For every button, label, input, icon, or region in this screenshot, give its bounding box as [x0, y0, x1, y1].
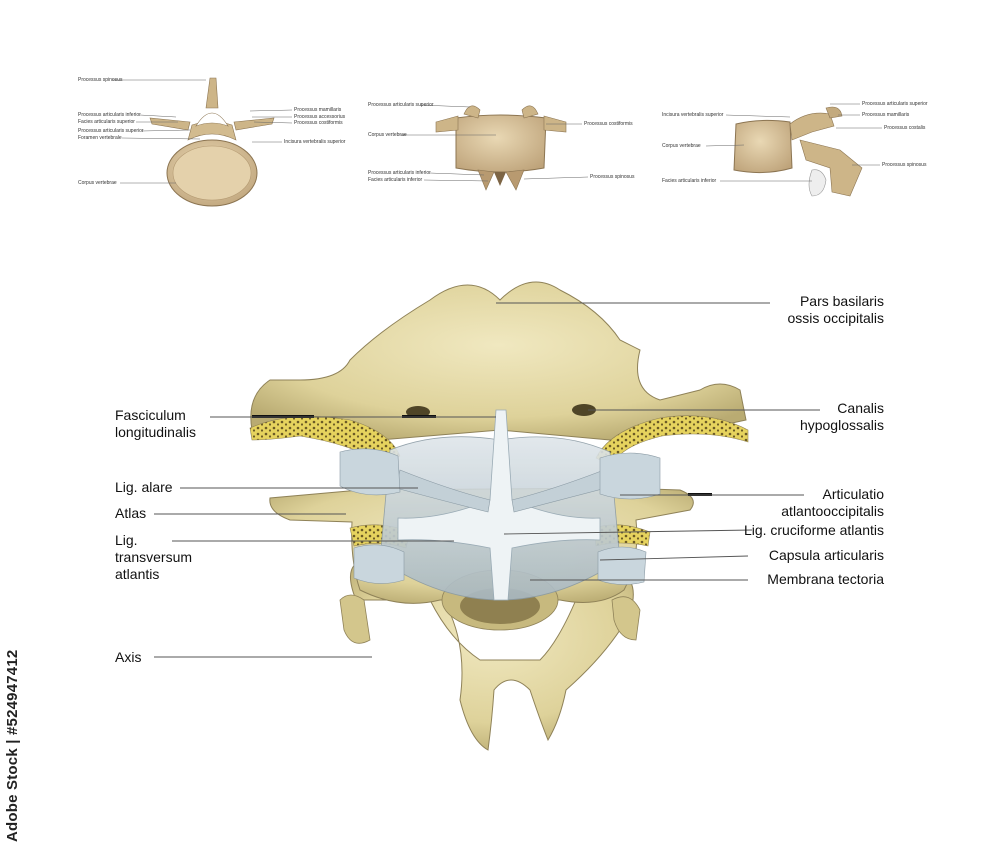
label-canalis-hypoglossalis: Canalis hypoglossalis: [799, 400, 884, 433]
label-axis: Axis: [115, 649, 142, 665]
lateral-view-leaders: [705, 103, 882, 182]
sv2-label-0: Processus articularis superior: [368, 102, 434, 108]
anterior-view-leaders: [400, 104, 589, 182]
sv1-label-8: Processus costiformis: [294, 120, 343, 126]
label-pars-basilaris: Pars basilaris ossis occipitalis: [787, 293, 884, 326]
sv3-label-4: Processus mamillaris: [862, 112, 910, 118]
sv1-label-0: Processus spinosus: [78, 77, 123, 83]
vertebra-lateral-view: [733, 106, 863, 197]
axis-bone: [349, 559, 634, 751]
sv1-label-6: Processus mamillaris: [294, 107, 342, 113]
label-atlas: Atlas: [115, 505, 147, 521]
sv3-label-3: Processus articularis superior: [862, 101, 928, 107]
main-leader-lines: [154, 302, 820, 658]
sv3-label-6: Processus spinosus: [882, 162, 927, 168]
label-transversum: Lig. transversum atlantis: [115, 532, 193, 582]
superior-view-leaders: [112, 79, 293, 184]
sv1-label-9: Incisura vertebralis superior: [284, 139, 346, 145]
craniovertebral-junction: [249, 281, 749, 751]
sv2-label-3: Facies articularis inferior: [368, 177, 423, 183]
sv1-label-1: Processus articularis inferior: [78, 112, 141, 118]
label-membrana: Membrana tectoria: [767, 571, 884, 587]
sv2-label-1: Corpus vertebrae: [368, 132, 407, 138]
label-alare: Lig. alare: [115, 479, 173, 495]
label-capsula: Capsula articularis: [768, 547, 884, 563]
sv1-label-2: Facies articularis superior: [78, 119, 135, 125]
vertebra-superior-view: [149, 77, 275, 207]
vertebra-anterior-view: [435, 105, 567, 191]
label-cruciforme: Lig. cruciforme atlantis: [743, 522, 884, 538]
sv2-label-5: Processus spinosus: [590, 174, 635, 180]
sv3-label-5: Processus costalis: [884, 125, 926, 131]
sv3-label-2: Facies articularis inferior: [662, 178, 717, 184]
sv3-label-0: Incisura vertebralis superior: [662, 112, 724, 118]
sv1-label-4: Foramen vertebrale: [78, 135, 122, 141]
label-articulatio: Articulatio atlantooccipitalis: [781, 486, 884, 519]
sv1-label-7: Processus accessorius: [294, 114, 346, 120]
sv1-label-5: Corpus vertebrae: [78, 180, 117, 186]
sv2-label-2: Processus articularis inferior: [368, 170, 431, 176]
stock-watermark: Adobe Stock | #524947412: [4, 649, 21, 842]
sv3-label-1: Corpus vertebrae: [662, 143, 701, 149]
cruciform-ligament: [397, 409, 601, 601]
label-fasciculum: Fasciculum longitudinalis: [115, 407, 196, 440]
sv2-label-4: Processus costiformis: [584, 121, 633, 127]
sv1-label-3: Processus articularis superior: [78, 128, 144, 134]
occipital-bone: [250, 281, 747, 441]
